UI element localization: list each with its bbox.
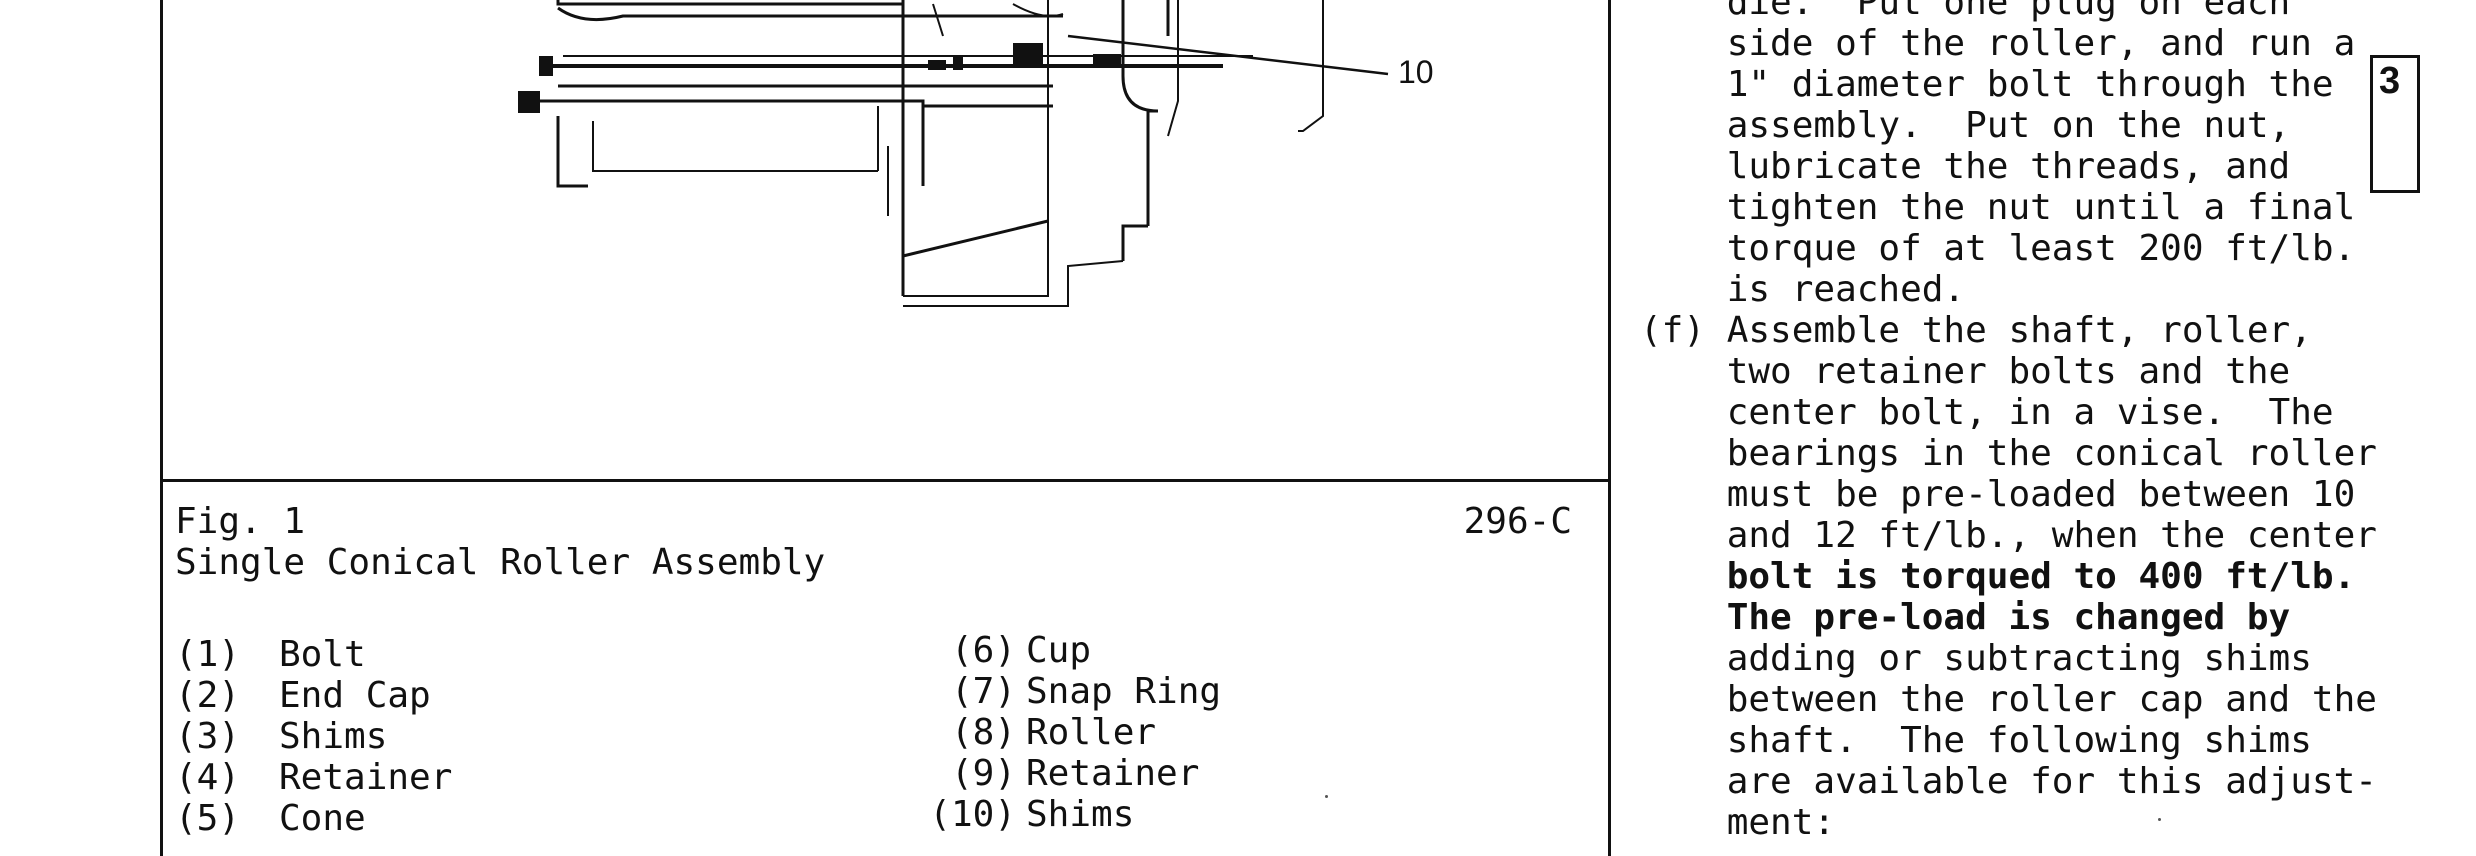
procedure-line: ment:	[1640, 802, 1836, 843]
part-item: (5)Cone	[175, 798, 366, 839]
part-item: (10)Shims	[929, 794, 1135, 835]
procedure-line: lubricate the threads, and	[1640, 146, 2291, 187]
procedure-line: torque of at least 200 ft/lb.	[1640, 228, 2356, 269]
procedure-line: between the roller cap and the	[1640, 679, 2377, 720]
procedure-line: is reached.	[1640, 269, 1966, 310]
procedure-line: must be pre-loaded between 10	[1640, 474, 2356, 515]
procedure-text: die. Put one plug on each side of the ro…	[1640, 0, 2377, 843]
part-item: (9)Retainer	[950, 753, 1200, 794]
procedure-line: side of the roller, and run a	[1640, 23, 2356, 64]
part-item: (8)Roller	[950, 712, 1157, 753]
parts-list-left: (1)Bolt (2)End Cap (3)Shims (4)Retainer …	[175, 634, 452, 839]
part-item: (1)Bolt	[175, 634, 366, 675]
figure-divider	[163, 479, 1608, 482]
procedure-line: and 12 ft/lb., when the center	[1640, 515, 2377, 556]
roller-assembly-drawing	[518, 0, 1389, 307]
part-item: (3)Shims	[175, 716, 388, 757]
procedure-line: 1" diameter bolt through the	[1640, 64, 2334, 105]
scan-speck	[2158, 818, 2161, 821]
section-tab: 3	[2370, 55, 2420, 193]
procedure-line: tighten the nut until a final	[1640, 187, 2356, 228]
procedure-line: bearings in the conical roller	[1640, 433, 2377, 474]
procedure-line: assembly. Put on the nut,	[1640, 105, 2291, 146]
procedure-line: bolt is torqued to 400 ft/lb.	[1640, 556, 2356, 597]
figure-number: Fig. 1	[175, 501, 306, 542]
part-item: (6)Cup	[950, 630, 1092, 671]
procedure-line: two retainer bolts and the	[1640, 351, 2291, 392]
figure-code: 296-C	[1463, 501, 1572, 542]
figure-title: Single Conical Roller Assembly	[175, 542, 826, 583]
procedure-line: adding or subtracting shims	[1640, 638, 2312, 679]
figure-frame: 10 Fig. 1 296-C Single Conical Roller As…	[160, 0, 1611, 856]
procedure-line: are available for this adjust-	[1640, 761, 2377, 802]
callout-label-10: 10	[1398, 54, 1434, 90]
part-item: (7)Snap Ring	[950, 671, 1222, 712]
section-tab-label: 3	[2379, 60, 2401, 102]
procedure-line: center bolt, in a vise. The	[1640, 392, 2334, 433]
part-item: (2)End Cap	[175, 675, 431, 716]
part-item: (4)Retainer	[175, 757, 453, 798]
parts-list: (1)Bolt (2)End Cap (3)Shims (4)Retainer …	[175, 626, 1575, 856]
procedure-line: die. Put one plug on each	[1640, 0, 2291, 23]
parts-list-right: (6)Cup (7)Snap Ring (8)Roller (9)Retaine…	[922, 630, 1221, 835]
procedure-line: The pre-load is changed by	[1640, 597, 2291, 638]
scan-speck	[1325, 795, 1328, 798]
procedure-line: (f) Assemble the shaft, roller,	[1640, 310, 2312, 351]
procedure-line: shaft. The following shims	[1640, 720, 2312, 761]
